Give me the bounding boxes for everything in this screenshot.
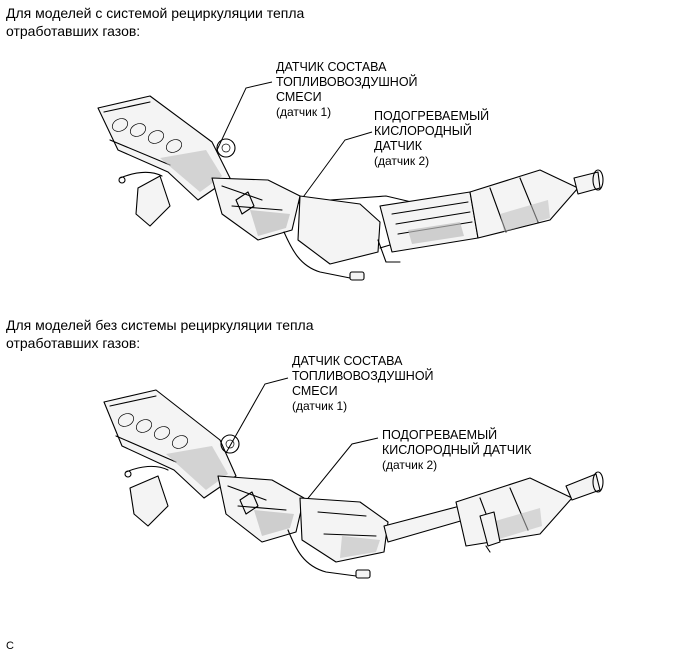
- section-1-front-pipe: [211, 177, 301, 241]
- section-2-wire-connector: [124, 470, 132, 478]
- section-2-exhaust-manifold: [103, 389, 240, 499]
- section-1-sensor-1-leader: [209, 81, 273, 166]
- section-1-sensor-2-wire: [283, 231, 351, 279]
- section-2-sensor-2-label: ПОДОГРЕВАЕМЫЙ КИСЛОРОДНЫЙ ДАТЧИК (датчик…: [382, 428, 531, 473]
- section-1-catalytic-converter: [469, 169, 579, 239]
- section-1-sensor-1-name: ДАТЧИК СОСТАВА ТОПЛИВОВОЗДУШНОЙ СМЕСИ: [276, 60, 418, 104]
- section-2-sensor-1-number: (датчик 1): [292, 399, 348, 413]
- section-2-sensor-2-wire: [287, 529, 357, 577]
- section-1-exhaust-heat-recirculation-unit: [297, 191, 479, 265]
- section-1-heading: Для моделей с системой рециркуляции тепл…: [6, 4, 304, 40]
- section-1-sensor-2-connector: [349, 271, 365, 281]
- section-2-catalytic-converter: [455, 477, 573, 553]
- illustration-code: C: [6, 640, 14, 652]
- section-2-front-pipe: [217, 475, 305, 543]
- section-2-heading: Для моделей без системы рециркуляции теп…: [6, 316, 314, 352]
- section-2-sensor-1-name: ДАТЧИК СОСТАВА ТОПЛИВОВОЗДУШНОЙ СМЕСИ: [292, 354, 434, 398]
- section-2-sensor-2-leader: [291, 437, 379, 519]
- section-1-sensor-1-label: ДАТЧИК СОСТАВА ТОПЛИВОВОЗДУШНОЙ СМЕСИ (д…: [276, 60, 418, 120]
- section-1-sensor-1-number: (датчик 1): [276, 105, 332, 119]
- section-1-heading-text: Для моделей с системой рециркуляции тепл…: [6, 5, 305, 39]
- section-1-exhaust-illustration: [0, 0, 690, 300]
- section-2-sensor-2-number: (датчик 2): [382, 458, 438, 472]
- section-2-mounting-bracket: [129, 475, 169, 527]
- section-1-sensor-1-wire: [119, 171, 163, 179]
- section-2-sensor-2-name: ПОДОГРЕВАЕМЫЙ КИСЛОРОДНЫЙ ДАТЧИК: [382, 428, 532, 457]
- section-2-tail-pipe: [565, 471, 604, 501]
- section-2-heading-text: Для моделей без системы рециркуляции теп…: [6, 317, 314, 351]
- section-1-mounting-bracket: [135, 175, 171, 227]
- section-1-sensor-2-leader: [289, 131, 373, 216]
- section-1-sensor-2-label: ПОДОГРЕВАЕМЫЙ КИСЛОРОДНЫЙ ДАТЧИК (датчик…: [374, 109, 489, 169]
- section-2-exhaust-illustration: [0, 340, 690, 640]
- section-2-center-converter: [299, 497, 389, 563]
- section-2-sensor-2-connector: [355, 569, 371, 579]
- section-2-intermediate-pipe: [383, 505, 465, 543]
- section-2-sensor-1-wire: [125, 465, 169, 473]
- section-1-sensor-2-number: (датчик 2): [374, 154, 430, 168]
- section-1-exhaust-manifold: [97, 95, 236, 201]
- section-1-sensor-2-name: ПОДОГРЕВАЕМЫЙ КИСЛОРОДНЫЙ ДАТЧИК: [374, 109, 490, 153]
- section-2-sensor-1-label: ДАТЧИК СОСТАВА ТОПЛИВОВОЗДУШНОЙ СМЕСИ (д…: [292, 354, 434, 414]
- section-1-tail-pipe: [573, 169, 604, 195]
- section-2-sensor-1-leader: [221, 377, 289, 461]
- section-1-wire-connector: [118, 176, 126, 184]
